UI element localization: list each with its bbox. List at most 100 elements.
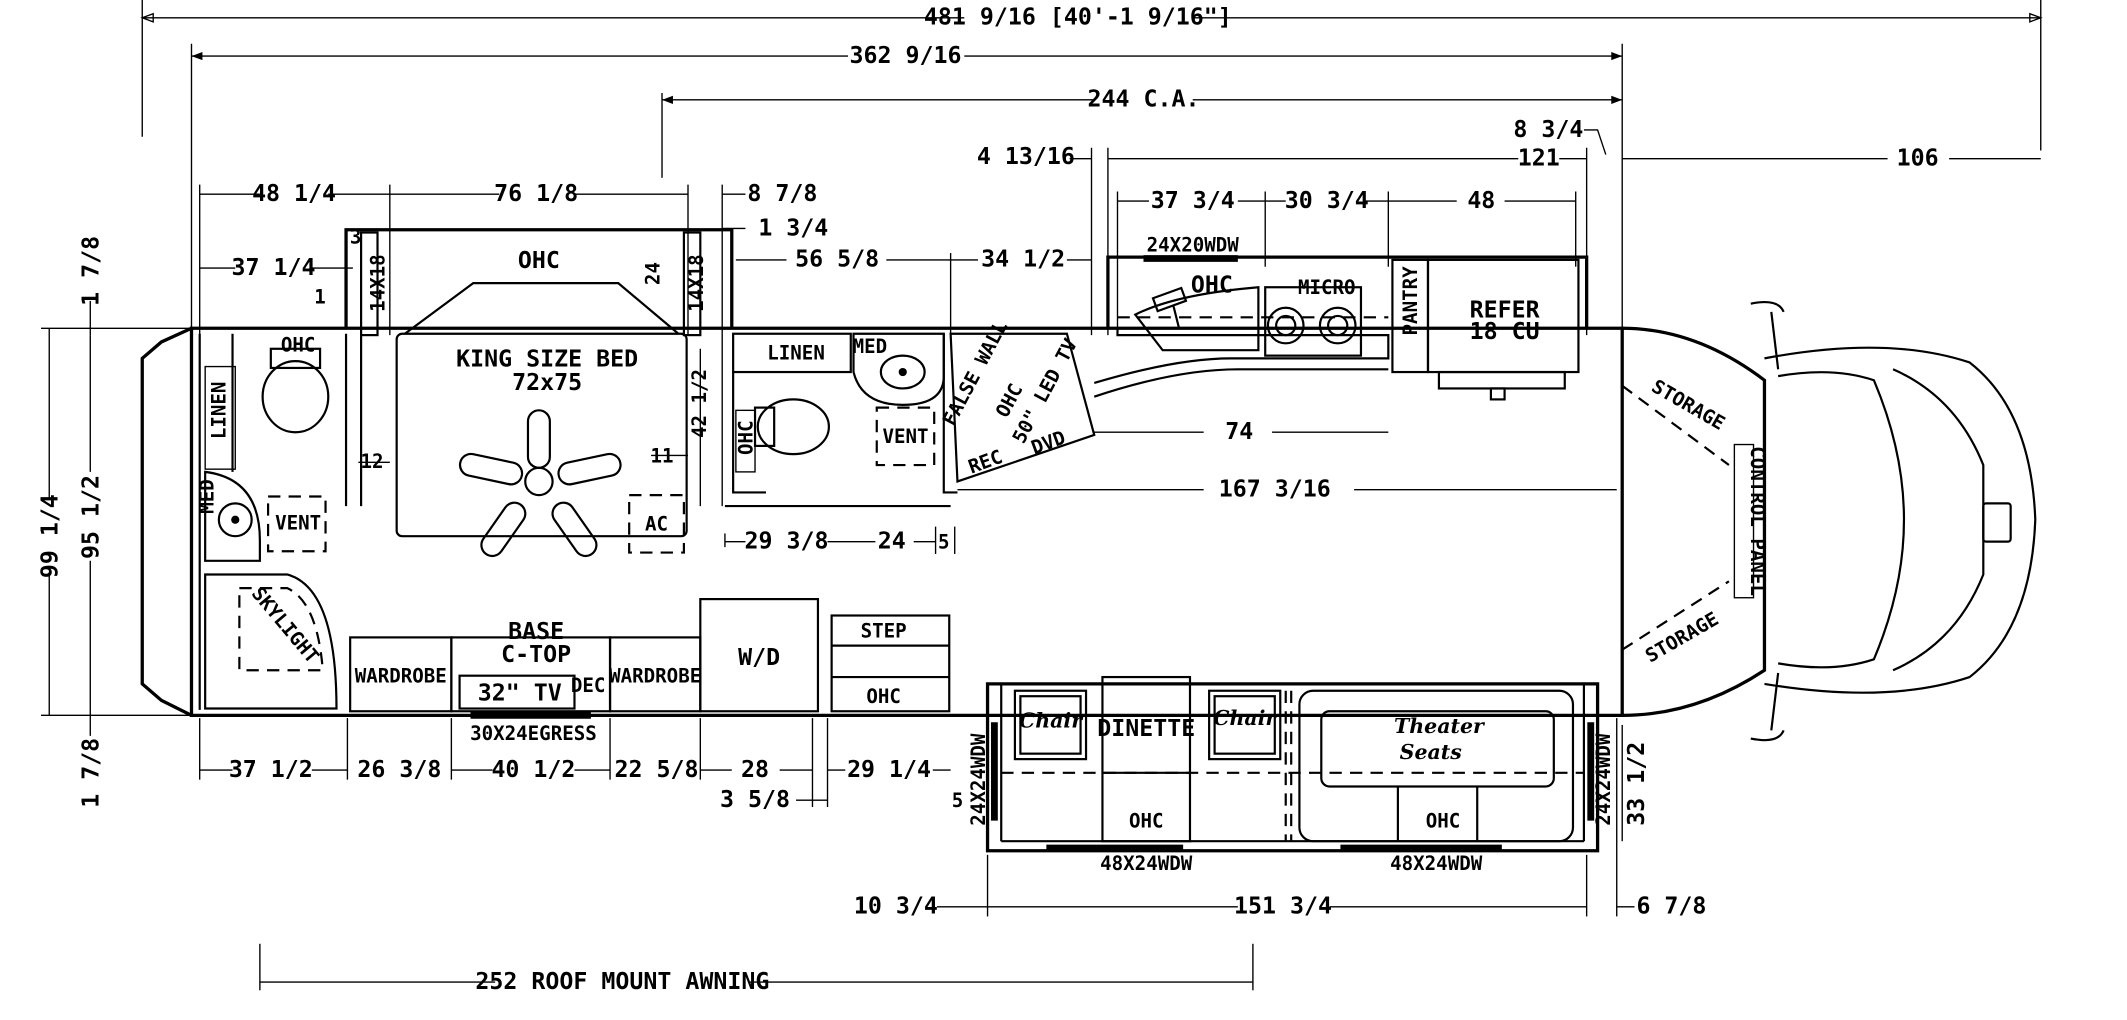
refer-line1: REFER — [1470, 296, 1540, 323]
window-14x18-b: 14X18 — [685, 254, 708, 312]
vent-rear: VENT — [275, 511, 321, 534]
front-dimensions: 121 106 8 3/4 4 13/16 — [977, 116, 2041, 336]
med-rear: MED — [195, 479, 218, 514]
ohc-kitchen: OHC — [1191, 272, 1233, 299]
dim-12: 12 — [361, 450, 384, 473]
dim-overall: 481 9/16 [40'-1 9/16"] — [924, 4, 1232, 31]
burner-icon — [1266, 306, 1305, 345]
side-dimensions: 99 1/4 95 1/2 1 7/8 1 7/8 — [36, 236, 192, 808]
dim-48: 48 — [1467, 187, 1495, 214]
upper-slide — [344, 228, 1589, 329]
wardrobe-b: WARDROBE — [609, 665, 701, 688]
ac: AC — [645, 513, 668, 536]
mid-bath: LINEN OHC MED VENT — [724, 332, 951, 508]
dim-37-1-4: 37 1/4 — [232, 254, 316, 281]
dim-48-1-4: 48 1/4 — [252, 180, 336, 207]
ca-dimension: 244 C.A. — [661, 86, 1623, 178]
ohc-dinette: OHC — [1129, 810, 1164, 833]
dim-cab: 106 — [1897, 145, 1939, 172]
theater-line2: Seats — [1400, 740, 1463, 764]
ctop: C-TOP — [501, 641, 571, 668]
box-dimension: 362 9/16 — [190, 42, 1623, 336]
window-48-a: 48X24WDW — [1100, 852, 1193, 875]
dim-37-3-4: 37 3/4 — [1151, 187, 1235, 214]
truck-cab-icon — [1750, 301, 2037, 742]
base: BASE — [508, 618, 564, 645]
dim-24: 24 — [641, 262, 664, 285]
tv-32: 32" TV — [478, 679, 562, 706]
coach-body — [140, 326, 1624, 718]
dim-26-3-8: 26 3/8 — [357, 756, 441, 783]
wardrobe-a: WARDROBE — [355, 665, 447, 688]
dim-front: 121 — [1518, 145, 1560, 172]
window-24-right: 24X24WDW — [1592, 733, 1615, 826]
dim-1-7-8-top: 1 7/8 — [77, 236, 104, 306]
control-panel: CONTROL PANEL — [1746, 446, 1769, 596]
king-bed-line1: KING SIZE BED — [456, 346, 638, 373]
dim-5b: 5 — [952, 789, 964, 812]
linen-mid: LINEN — [767, 342, 825, 365]
dim-34-1-2: 34 1/2 — [981, 246, 1065, 273]
dim-76-1-8: 76 1/8 — [494, 180, 578, 207]
overall-dimension: 481 9/16 [40'-1 9/16"] — [140, 0, 2043, 151]
dim-42-1-2: 42 1/2 — [688, 369, 711, 438]
dim-24b: 24 — [878, 527, 906, 554]
dim-37-1-2: 37 1/2 — [229, 756, 313, 783]
dim-74: 74 — [1225, 418, 1253, 445]
micro: MICRO — [1298, 276, 1356, 299]
dim-4-13-16: 4 13/16 — [977, 143, 1075, 170]
rear-dimensions: 48 1/4 76 1/8 8 7/8 1 3/4 37 1/4 56 5/8 … — [199, 180, 1577, 507]
ohc-bath: OHC — [281, 334, 316, 357]
med-mid: MED — [853, 335, 888, 358]
dim-1: 1 — [314, 286, 326, 309]
ohc-toilet: OHC — [734, 420, 757, 455]
storage-top: STORAGE — [1648, 375, 1729, 435]
toilet-rear — [261, 360, 330, 434]
dim-10-3-4: 10 3/4 — [854, 893, 938, 920]
cab-front: STORAGE STORAGE CONTROL PANEL — [1621, 301, 2037, 742]
chair-a: Chair — [1019, 709, 1084, 733]
wd: W/D — [738, 644, 780, 671]
dim-5: 5 — [938, 530, 950, 553]
window-24x20: 24X20WDW — [1147, 234, 1240, 257]
dim-22-5-8: 22 5/8 — [615, 756, 699, 783]
ceiling-fan-icon — [458, 409, 622, 558]
rear-bath: LINEN OHC MED VENT SKYLIGHT — [195, 334, 348, 710]
dinette: DINETTE — [1097, 715, 1195, 742]
dim-8-3-4: 8 3/4 — [1513, 116, 1583, 143]
dim-1-3-4: 1 3/4 — [758, 214, 828, 241]
dim-33-1-2: 33 1/2 — [1623, 742, 1650, 826]
window-14x18-a: 14X18 — [366, 254, 389, 312]
burner-icon — [1318, 306, 1357, 345]
dim-167-3-16: 167 3/16 — [1219, 476, 1331, 503]
vent-mid: VENT — [882, 425, 928, 448]
theater-line1: Theater — [1394, 714, 1486, 738]
dec: DEC — [571, 674, 606, 697]
dim-29-1-4: 29 1/4 — [847, 756, 931, 783]
ohc-step: OHC — [866, 685, 901, 708]
rec: REC — [965, 445, 1005, 478]
dim-3-5-8: 3 5/8 — [720, 786, 790, 813]
dim-3: 3 — [350, 225, 362, 248]
linen-rear: LINEN — [208, 382, 231, 440]
tv-wall: FALSE WALL OHC 50" LED TV DVD REC — [938, 317, 1096, 494]
dim-56-5-8: 56 5/8 — [795, 246, 879, 273]
window-24-left: 24X24WDW — [967, 733, 990, 826]
pantry: PANTRY — [1399, 266, 1422, 336]
dim-95-1-2: 95 1/2 — [77, 475, 104, 559]
dim-30-3-4: 30 3/4 — [1285, 187, 1369, 214]
dim-1-7-8-bot: 1 7/8 — [77, 738, 104, 808]
dim-151-3-4: 151 3/4 — [1234, 893, 1332, 920]
bedroom: 14X18 14X18 3 1 OHC 24 KING SIZE BED 72x… — [314, 225, 711, 558]
dim-box: 362 9/16 — [849, 42, 961, 69]
ohc-theater: OHC — [1426, 810, 1461, 833]
king-bed-line2: 72x75 — [512, 369, 582, 396]
chair-b: Chair — [1213, 706, 1278, 730]
dim-99-1-4: 99 1/4 — [36, 494, 63, 578]
dim-awning: 252 ROOF MOUNT AWNING — [475, 968, 769, 995]
storage-bot: STORAGE — [1641, 607, 1722, 667]
kitchen: 24X20WDW OHC MICRO PANTRY REFER 18 CU — [957, 234, 1617, 503]
skylight: SKYLIGHT — [247, 582, 324, 667]
dim-11: 11 — [650, 444, 673, 467]
